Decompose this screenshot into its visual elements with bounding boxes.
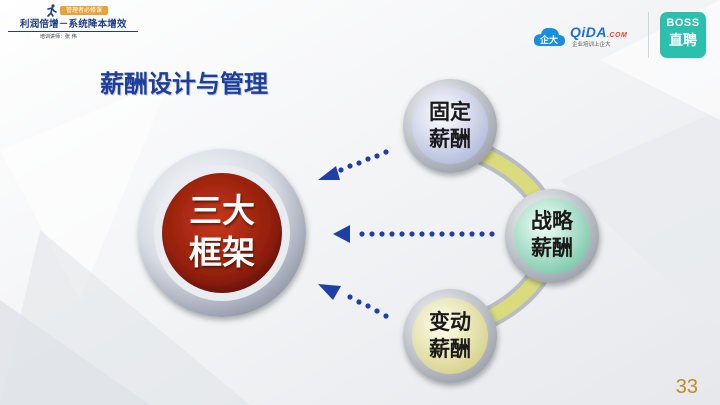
node-strategic-label: 战略 薪酬 — [512, 208, 592, 262]
boss-logo-line2: 直聘 — [669, 33, 697, 49]
boss-logo: BOSS 直聘 — [660, 12, 706, 58]
running-man-icon — [47, 4, 57, 17]
node-fixed-label: 固定 薪酬 — [410, 99, 490, 153]
course-title: 利润倍增－系统降本增效 — [20, 19, 127, 30]
node-variable-label: 变动 薪酬 — [410, 309, 490, 363]
arrow-top — [318, 149, 389, 180]
cloud-icon: 企大 — [533, 27, 565, 46]
page-number: 33 — [675, 376, 698, 398]
node-strategic-line2: 薪酬 — [531, 236, 573, 260]
course-badge: 管理者必修课 — [60, 6, 109, 15]
slide-title: 薪酬设计与管理 — [100, 70, 268, 98]
node-variable-line1: 变动 — [429, 310, 471, 334]
center-circle — [138, 149, 306, 317]
header-divider — [8, 31, 138, 32]
node-fixed-line2: 薪酬 — [429, 127, 471, 151]
center-label-line1: 三大 — [189, 191, 255, 230]
course-header: 管理者必修课 利润倍增－系统降本增效 培训讲师：张 伟 — [8, 4, 140, 40]
center-label: 三大 框架 — [168, 190, 276, 274]
center-label-line2: 框架 — [189, 233, 255, 272]
node-fixed — [403, 79, 497, 173]
qida-tagline: 企业培训上企大 — [572, 42, 611, 48]
arrow-middle — [333, 225, 495, 243]
arrow-bottom — [318, 284, 389, 319]
node-variable — [403, 289, 497, 383]
course-lecturer: 培训讲师：张 伟 — [40, 34, 77, 40]
qida-logo: 企大 QiDA.COM 企业培训上企大 — [532, 22, 636, 50]
node-strategic-line1: 战略 — [531, 209, 573, 233]
qida-name: QiDA.COM — [570, 24, 628, 40]
logo-divider — [648, 12, 649, 58]
node-fixed-line1: 固定 — [429, 100, 471, 124]
boss-logo-line1: BOSS — [666, 17, 700, 29]
node-strategic — [505, 189, 599, 283]
svg-text:企大: 企大 — [539, 34, 558, 46]
node-variable-line2: 薪酬 — [429, 337, 471, 361]
